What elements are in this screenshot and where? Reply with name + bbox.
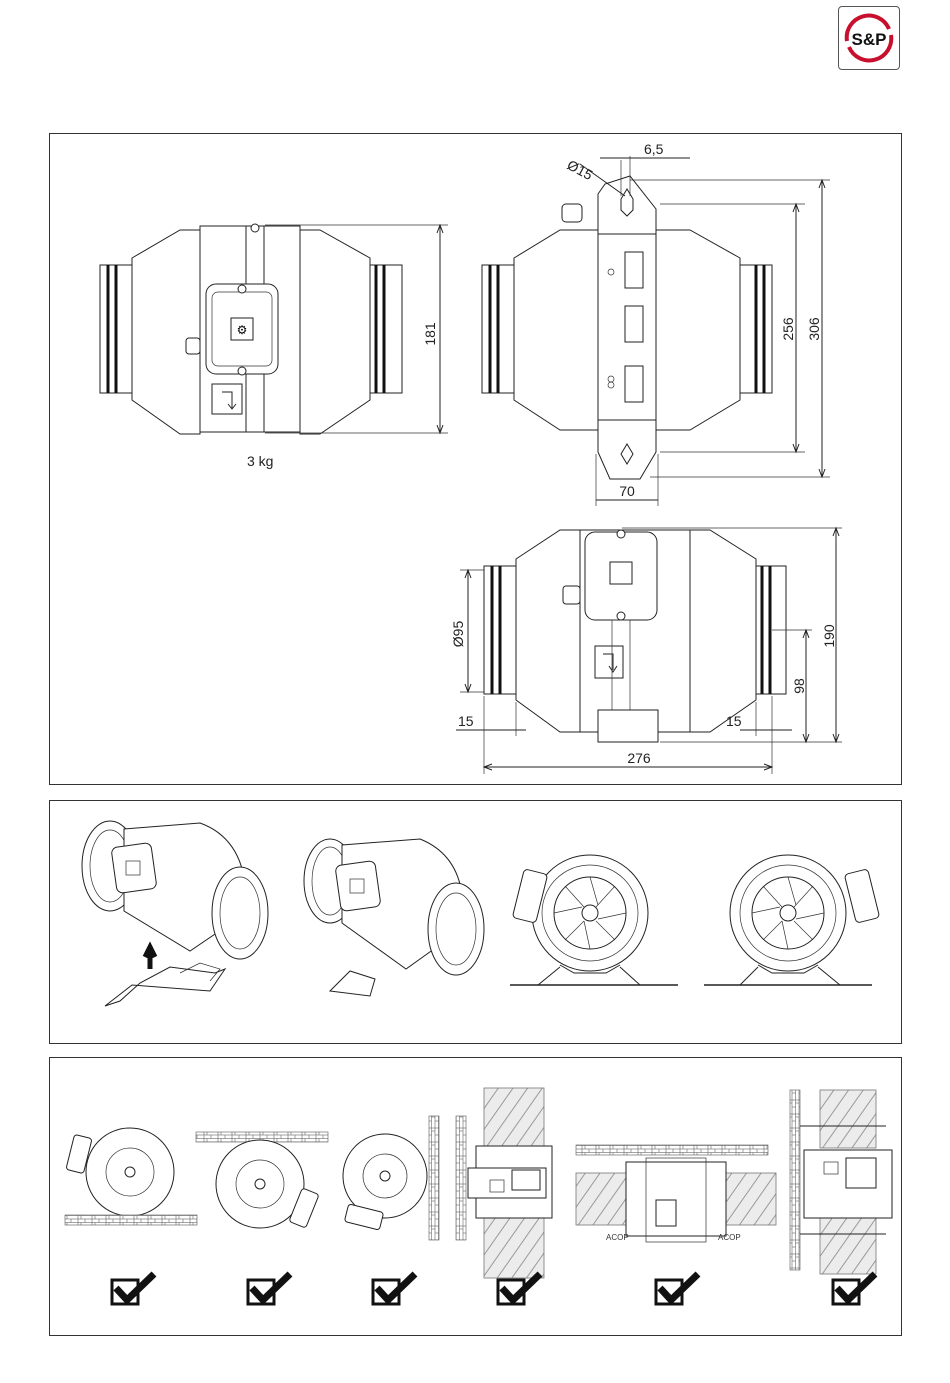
dim-axis-98: 98 — [791, 678, 807, 694]
fan-on-bracket — [304, 839, 484, 996]
dim-spigot-right: 15 — [726, 713, 742, 729]
dimension-drawing-panel: ⚙ 181 3 kg — [49, 133, 902, 785]
dim-bracket-70: 70 — [619, 483, 635, 499]
mounting-panel — [49, 800, 902, 1044]
acop-label-right: ACOP — [718, 1233, 741, 1242]
check-icon-4 — [498, 1274, 540, 1304]
check-icon-6 — [833, 1274, 875, 1304]
weight-label: 3 kg — [247, 453, 273, 469]
dim-inner-256: 256 — [780, 317, 796, 341]
acop-label-left: ACOP — [606, 1233, 629, 1242]
dim-spigot-dia: Ø95 — [450, 621, 466, 648]
dim-offset-6-5: 6,5 — [644, 141, 664, 157]
fan-front-box-left — [510, 855, 678, 985]
check-icon-5 — [656, 1274, 698, 1304]
dim-total-190: 190 — [821, 624, 837, 648]
dim-spigot-left: 15 — [458, 713, 474, 729]
position-floor — [65, 1128, 197, 1225]
side-view-fan: 256 306 70 6,5 Ø15 — [482, 141, 830, 506]
position-vertical-duct-wall — [456, 1088, 552, 1278]
position-horizontal-duct-ceiling: ACOP ACOP — [576, 1145, 776, 1242]
fan-with-bracket-exploded — [82, 821, 268, 1006]
brand-logo: S&P — [838, 6, 900, 70]
logo-text: S&P — [852, 30, 887, 49]
check-icon-1 — [112, 1274, 154, 1304]
fan-symbol-icon: ⚙ — [237, 323, 248, 337]
installation-positions-panel: ACOP ACOP — [49, 1057, 902, 1336]
top-view-fan: 190 98 Ø95 15 15 276 — [450, 528, 842, 774]
logo-mark: S&P — [839, 7, 899, 69]
position-wall — [343, 1116, 439, 1240]
dim-hole-15: Ø15 — [565, 157, 596, 184]
front-view-fan: ⚙ 181 3 kg — [100, 224, 448, 469]
check-icon-3 — [373, 1274, 415, 1304]
position-vertical-duct-right — [790, 1090, 892, 1274]
dim-height-181: 181 — [422, 322, 438, 346]
check-icon-2 — [248, 1274, 290, 1304]
position-ceiling — [196, 1132, 328, 1228]
dim-length-276: 276 — [627, 750, 651, 766]
dim-outer-306: 306 — [806, 317, 822, 341]
fan-front-box-right — [704, 855, 880, 985]
